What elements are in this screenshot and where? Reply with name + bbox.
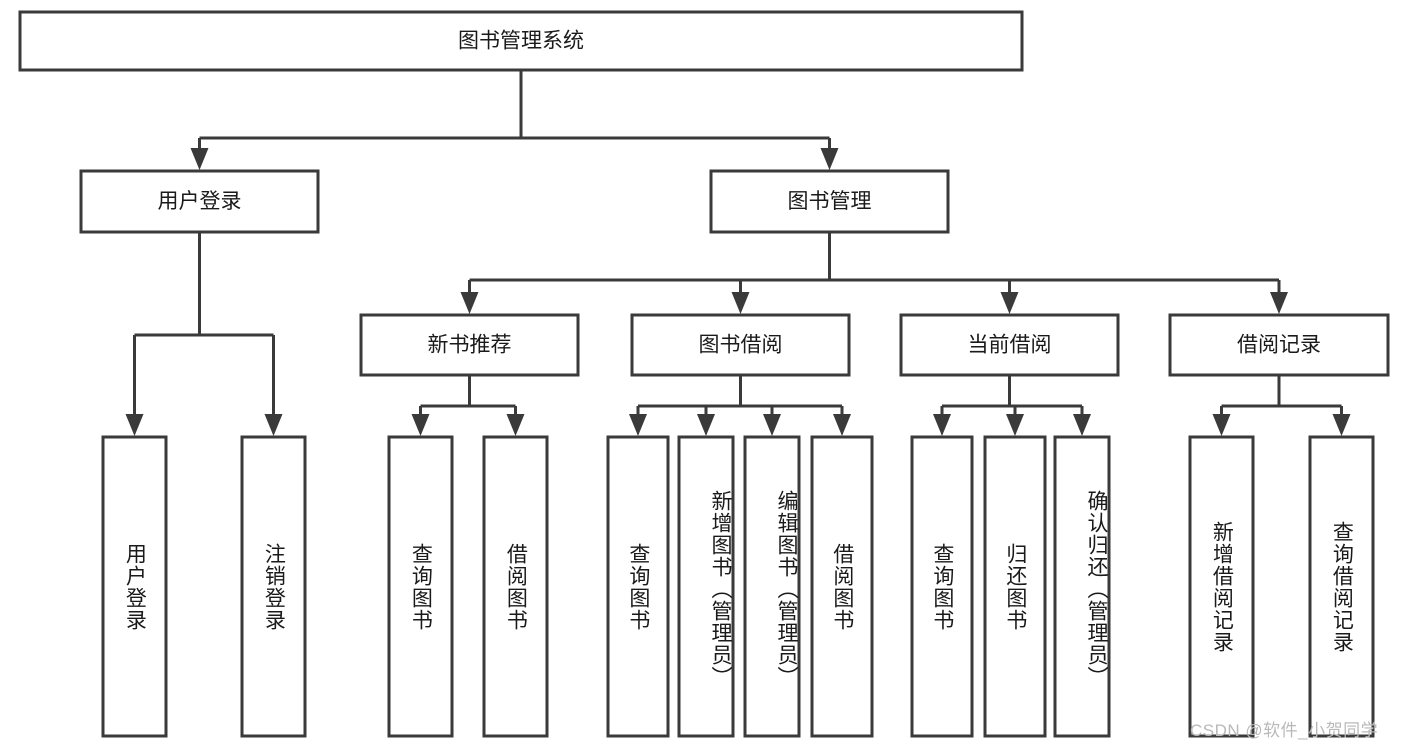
node-box-level2-0[interactable] bbox=[359, 313, 580, 377]
node-box-leaf-9[interactable] bbox=[983, 435, 1047, 738]
csdn-watermark: CSDN @软件_小贺同学 bbox=[1190, 721, 1379, 740]
arrow-head-icon-leaf-0 bbox=[125, 414, 144, 436]
node-label-level1-0: 用户登录 bbox=[158, 190, 242, 213]
arrow-head-icon-leaf-2 bbox=[411, 414, 430, 436]
node-box-leaf-8[interactable] bbox=[910, 435, 974, 738]
node-box-leaf-5[interactable] bbox=[677, 435, 735, 738]
arrow-head-icon-leaf-6 bbox=[763, 414, 781, 436]
node-box-leaf-10[interactable] bbox=[1053, 435, 1111, 738]
arrow-head-icon-leaf-10 bbox=[1073, 414, 1091, 436]
arrow-head-icon-level2-2 bbox=[1000, 292, 1019, 314]
node-box-leaf-1[interactable] bbox=[240, 435, 307, 738]
node-box-leaf-4[interactable] bbox=[606, 435, 670, 738]
connectors-layer bbox=[125, 70, 1351, 436]
node-label-level1-1: 图书管理 bbox=[788, 190, 872, 213]
node-box-root[interactable] bbox=[18, 10, 1024, 72]
node-box-leaf-0[interactable] bbox=[101, 435, 168, 738]
node-box-level2-3[interactable] bbox=[1168, 313, 1390, 377]
arrow-head-icon-leaf-11 bbox=[1212, 414, 1231, 436]
arrow-head-icon-leaf-3 bbox=[506, 414, 525, 436]
arrow-head-icon-leaf-5 bbox=[697, 414, 715, 436]
node-box-level2-2[interactable] bbox=[899, 313, 1120, 377]
node-box-leaf-6[interactable] bbox=[743, 435, 801, 738]
node-box-leaf-11[interactable] bbox=[1188, 435, 1255, 738]
node-box-leaf-3[interactable] bbox=[482, 435, 549, 738]
node-label-root: 图书管理系统 bbox=[458, 30, 584, 53]
arrow-head-icon-level1-1 bbox=[820, 148, 839, 170]
arrow-head-icon-leaf-1 bbox=[264, 414, 283, 436]
node-box-level1-0[interactable] bbox=[79, 169, 320, 234]
node-box-leaf-12[interactable] bbox=[1308, 435, 1375, 738]
arrow-head-icon-leaf-7 bbox=[833, 414, 851, 436]
node-label-level2-3: 借阅记录 bbox=[1237, 334, 1321, 357]
node-box-leaf-2[interactable] bbox=[387, 435, 454, 738]
arrow-head-icon-level1-0 bbox=[190, 148, 209, 170]
node-box-leaf-7[interactable] bbox=[810, 435, 874, 738]
arrow-head-icon-leaf-9 bbox=[1006, 414, 1024, 436]
arrow-head-icon-level2-0 bbox=[460, 292, 479, 314]
node-label-level2-0: 新书推荐 bbox=[428, 334, 512, 357]
node-label-level2-2: 当前借阅 bbox=[968, 334, 1052, 357]
arrow-head-icon-leaf-4 bbox=[629, 414, 647, 436]
arrow-head-icon-level2-3 bbox=[1270, 292, 1288, 314]
node-box-level2-1[interactable] bbox=[630, 313, 851, 377]
arrow-head-icon-leaf-8 bbox=[933, 414, 951, 436]
arrow-head-icon-level2-1 bbox=[731, 292, 750, 314]
node-box-level1-1[interactable] bbox=[709, 169, 950, 234]
boxes-layer bbox=[18, 10, 1390, 738]
arrow-head-icon-leaf-12 bbox=[1332, 414, 1351, 436]
node-label-level2-1: 图书借阅 bbox=[699, 334, 783, 357]
